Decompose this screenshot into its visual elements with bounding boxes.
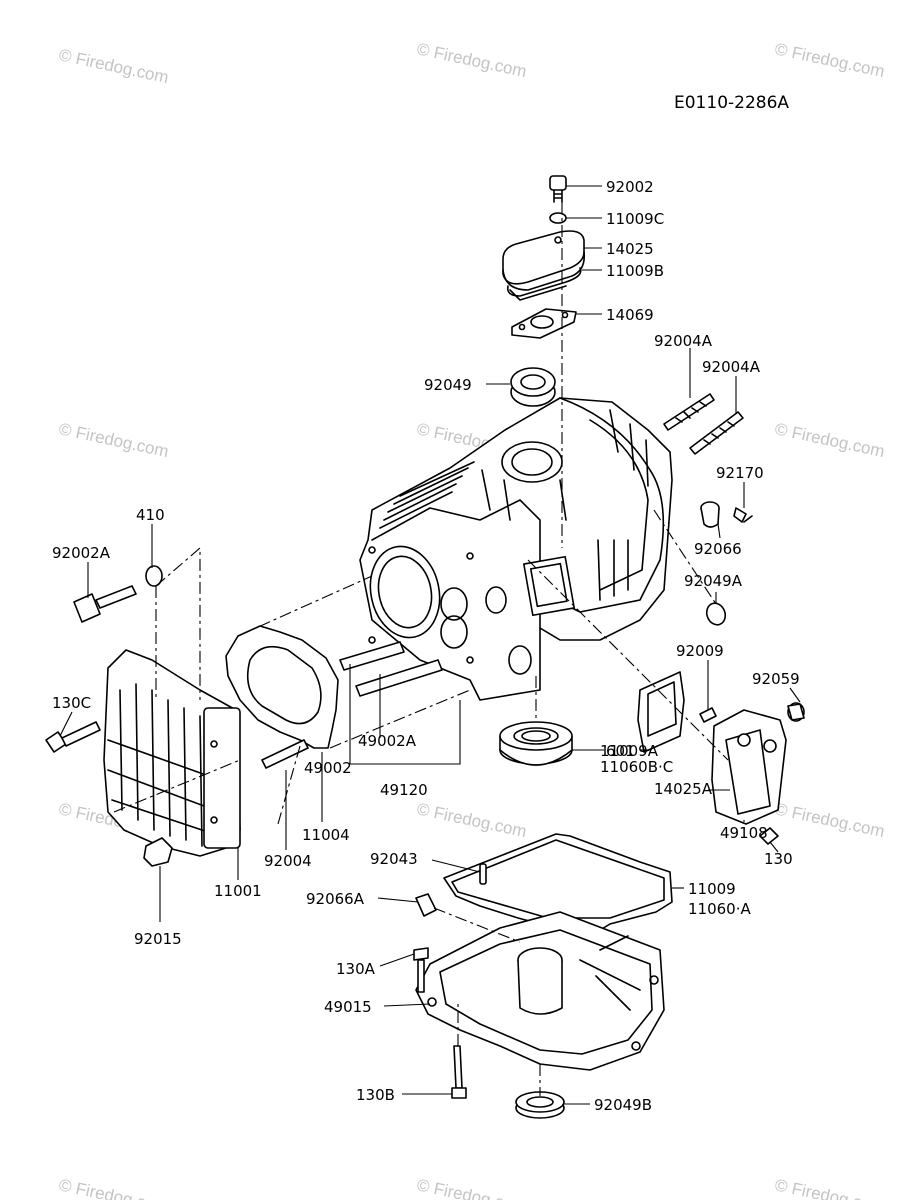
part-number-label: 92015 [134,930,182,948]
part-number-label: 11009 [688,880,736,898]
watermark: © Firedog.com [415,1175,528,1200]
breather-bolt-92002-illustration [549,175,567,203]
part-number-label: 49120 [380,781,428,799]
plug-92066A-illustration [415,893,437,917]
watermark: © Firedog.com [57,45,170,87]
oil-pan-49015-illustration [415,911,665,1071]
gasket-11009A-illustration [637,671,685,753]
part-number-label: 14069 [606,306,654,324]
part-number-label: 49002A [358,732,417,750]
part-number-label: 11004 [302,826,350,844]
clip-92170-illustration [733,507,753,523]
plug-92059-illustration [787,702,805,722]
watermark: © Firedog.com [415,39,528,81]
part-number-label: 92049 [424,376,472,394]
oil-seal-92049A-illustration [705,602,727,626]
part-labels: 92002 11009C 14025 11009B 14069 92004A 9… [52,178,800,1114]
bolt-130A-illustration [413,947,429,993]
part-number-label: 92059 [752,670,800,688]
diagram-id: E0110-2286A [674,93,789,113]
part-number-label: 130A [336,960,376,978]
bolt-92002A-illustration [73,585,137,623]
part-number-label: 14025 [606,240,654,258]
part-number-label: 92170 [716,464,764,482]
dowel-92066-illustration [700,501,720,528]
part-number-label: 49015 [324,998,372,1016]
crankcase-illustration [359,397,673,701]
part-number-label: 410 [136,506,165,524]
stud-92004-illustration [261,739,309,769]
part-number-label: 92004A [702,358,761,376]
watermark: © Firedog.com [773,39,886,81]
watermark: © Firedog.com [415,799,528,841]
part-number-label: 92043 [370,850,418,868]
part-number-label: 14025A [654,780,713,798]
gasket-11009B-illustration [506,267,582,301]
part-number-label: 130B [356,1086,395,1104]
dowel-pin-92043-illustration [479,863,487,885]
part-number-label: 601 [606,742,635,760]
bolt-130B-illustration [451,1045,467,1099]
head-gasket-11004-illustration [225,625,339,749]
part-number-label: 92009 [676,642,724,660]
bolt-92009-illustration [699,707,717,723]
watermark: © Firedog.com [57,419,170,461]
watermark: © Firedog.com [773,1175,886,1200]
part-number-label: 49108 [720,824,768,842]
oil-seal-92049B-illustration [515,1091,565,1119]
washer-410-illustration [145,565,163,587]
nut-92015-illustration [143,837,173,867]
part-number-label: 49002 [304,759,352,777]
studs-92004A-illustration [663,393,744,455]
cover-14025A-illustration [711,709,787,825]
part-number-label: 11001 [214,882,262,900]
bolt-130C-illustration [45,721,101,753]
watermark: © Firedog.com [57,1175,170,1200]
leader-lines [59,185,801,1105]
part-number-label: 130 [764,850,793,868]
push-rods-illustration [339,641,443,697]
watermark: © Firedog.com [773,799,886,841]
washer-11009C-illustration [549,212,567,224]
part-number-label: 92002 [606,178,654,196]
part-number-label: 11009B [606,262,664,280]
part-number-label: 11009A [600,742,659,760]
ball-bearing-601-illustration [499,721,573,766]
part-number-label: 92066 [694,540,742,558]
part-number-label: 92002A [52,544,111,562]
part-number-label: 92049A [684,572,743,590]
alignment-lines [113,202,729,1096]
watermark: © Firedog.com [773,419,886,461]
part-number-label: 92004A [654,332,713,350]
part-number-label: 11060B·C [600,758,673,776]
part-number-label: 92049B [594,1096,652,1114]
gasket-11009-illustration [443,833,673,941]
cylinder-head-11001-illustration [103,649,241,857]
breather-valve-14069-illustration [511,308,577,339]
bolt-130-illustration [759,827,779,845]
part-number-label: 11060·A [688,900,751,918]
oil-seal-92049-illustration [510,367,556,407]
part-number-label: 130C [52,694,91,712]
breather-cover-14025-illustration [502,230,586,291]
part-number-label: 92066A [306,890,365,908]
part-number-label: 92004 [264,852,312,870]
part-number-label: 11009C [606,210,664,228]
